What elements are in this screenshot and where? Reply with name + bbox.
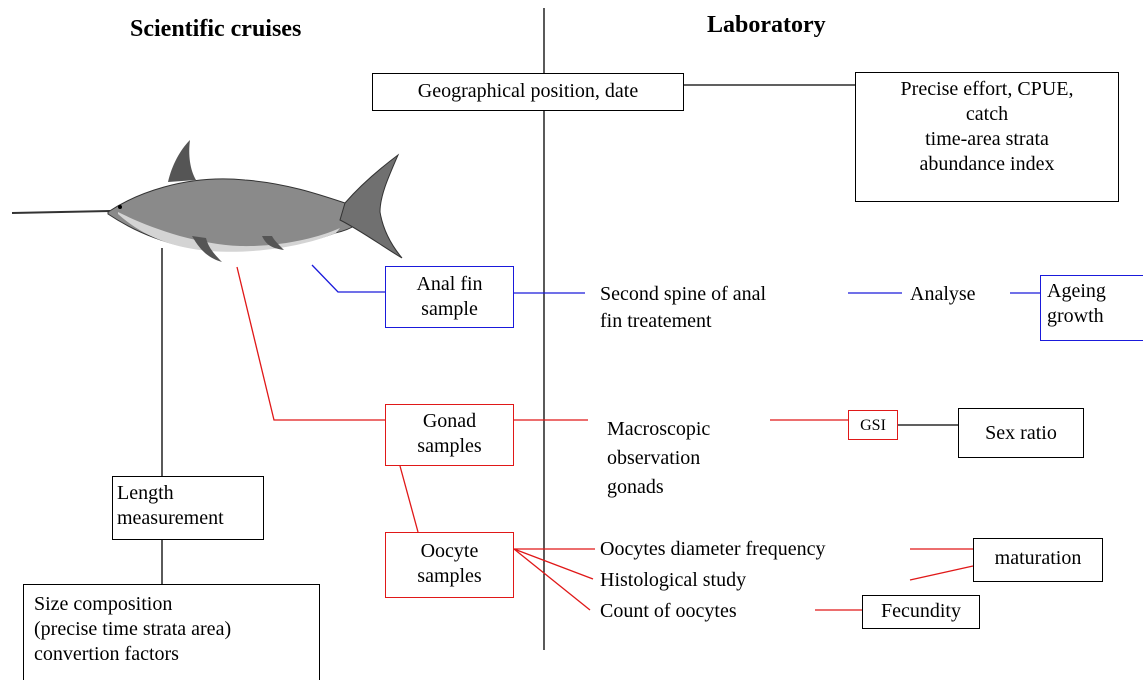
gsi-box: GSI	[848, 410, 898, 440]
oocytes-diameter-label: Oocytes diameter frequency	[600, 536, 825, 563]
effort-cpue-box: Precise effort, CPUE, catch time-area st…	[855, 72, 1119, 202]
second-spine-label: Second spine of anal fin treatement	[600, 281, 766, 335]
geo-position-box: Geographical position, date	[372, 73, 684, 111]
effort-line-3: time-area strata	[856, 127, 1118, 152]
anal-fin-line-2: sample	[386, 297, 513, 322]
count-oocytes-label: Count of oocytes	[600, 598, 737, 625]
fish-to-gonad-connector	[237, 267, 385, 420]
histological-to-maturation-connector	[910, 566, 973, 580]
gonad-line-2: samples	[386, 434, 513, 459]
size-line-3: convertion factors	[34, 642, 319, 667]
size-composition-box: Size composition (precise time strata ar…	[23, 584, 320, 680]
sex-ratio-box: Sex ratio	[958, 408, 1084, 458]
macroscopic-line-2: observation	[607, 444, 710, 473]
effort-line-1: Precise effort, CPUE,	[856, 77, 1118, 102]
size-line-2: (precise time strata area)	[34, 617, 319, 642]
anal-fin-line-1: Anal fin	[386, 272, 513, 297]
length-measurement-box: Length measurement	[112, 476, 264, 540]
length-line-2: measurement	[117, 506, 263, 531]
histological-study-label: Histological study	[600, 567, 746, 594]
gonad-to-oocyte-connector	[400, 466, 418, 532]
maturation-box: maturation	[973, 538, 1103, 582]
effort-line-4: abundance index	[856, 152, 1118, 177]
laboratory-header: Laboratory	[707, 12, 826, 39]
macroscopic-line-1: Macroscopic	[607, 415, 710, 444]
swordfish-icon	[12, 140, 402, 262]
oocyte-line-1: Oocyte	[386, 539, 513, 564]
oocyte-samples-box: Oocyte samples	[385, 532, 514, 598]
ageing-line-1: Ageing	[1047, 279, 1143, 304]
analyse-label: Analyse	[910, 281, 976, 308]
second-spine-line-2: fin treatement	[600, 308, 766, 335]
fecundity-box: Fecundity	[862, 595, 980, 629]
gonad-line-1: Gonad	[386, 409, 513, 434]
oocyte-line-2: samples	[386, 564, 513, 589]
macroscopic-line-3: gonads	[607, 473, 710, 502]
macroscopic-label: Macroscopic observation gonads	[607, 415, 710, 502]
effort-line-2: catch	[856, 102, 1118, 127]
oocyte-to-histological-connector	[514, 549, 593, 579]
size-line-1: Size composition	[34, 592, 319, 617]
fish-to-analfin-connector	[312, 265, 385, 292]
ageing-growth-box: Ageing growth	[1040, 275, 1143, 341]
oocyte-to-count-connector	[514, 549, 590, 610]
ageing-line-2: growth	[1047, 304, 1143, 329]
length-line-1: Length	[117, 481, 263, 506]
second-spine-line-1: Second spine of anal	[600, 281, 766, 308]
gonad-samples-box: Gonad samples	[385, 404, 514, 466]
scientific-cruises-header: Scientific cruises	[130, 16, 301, 43]
anal-fin-sample-box: Anal fin sample	[385, 266, 514, 328]
